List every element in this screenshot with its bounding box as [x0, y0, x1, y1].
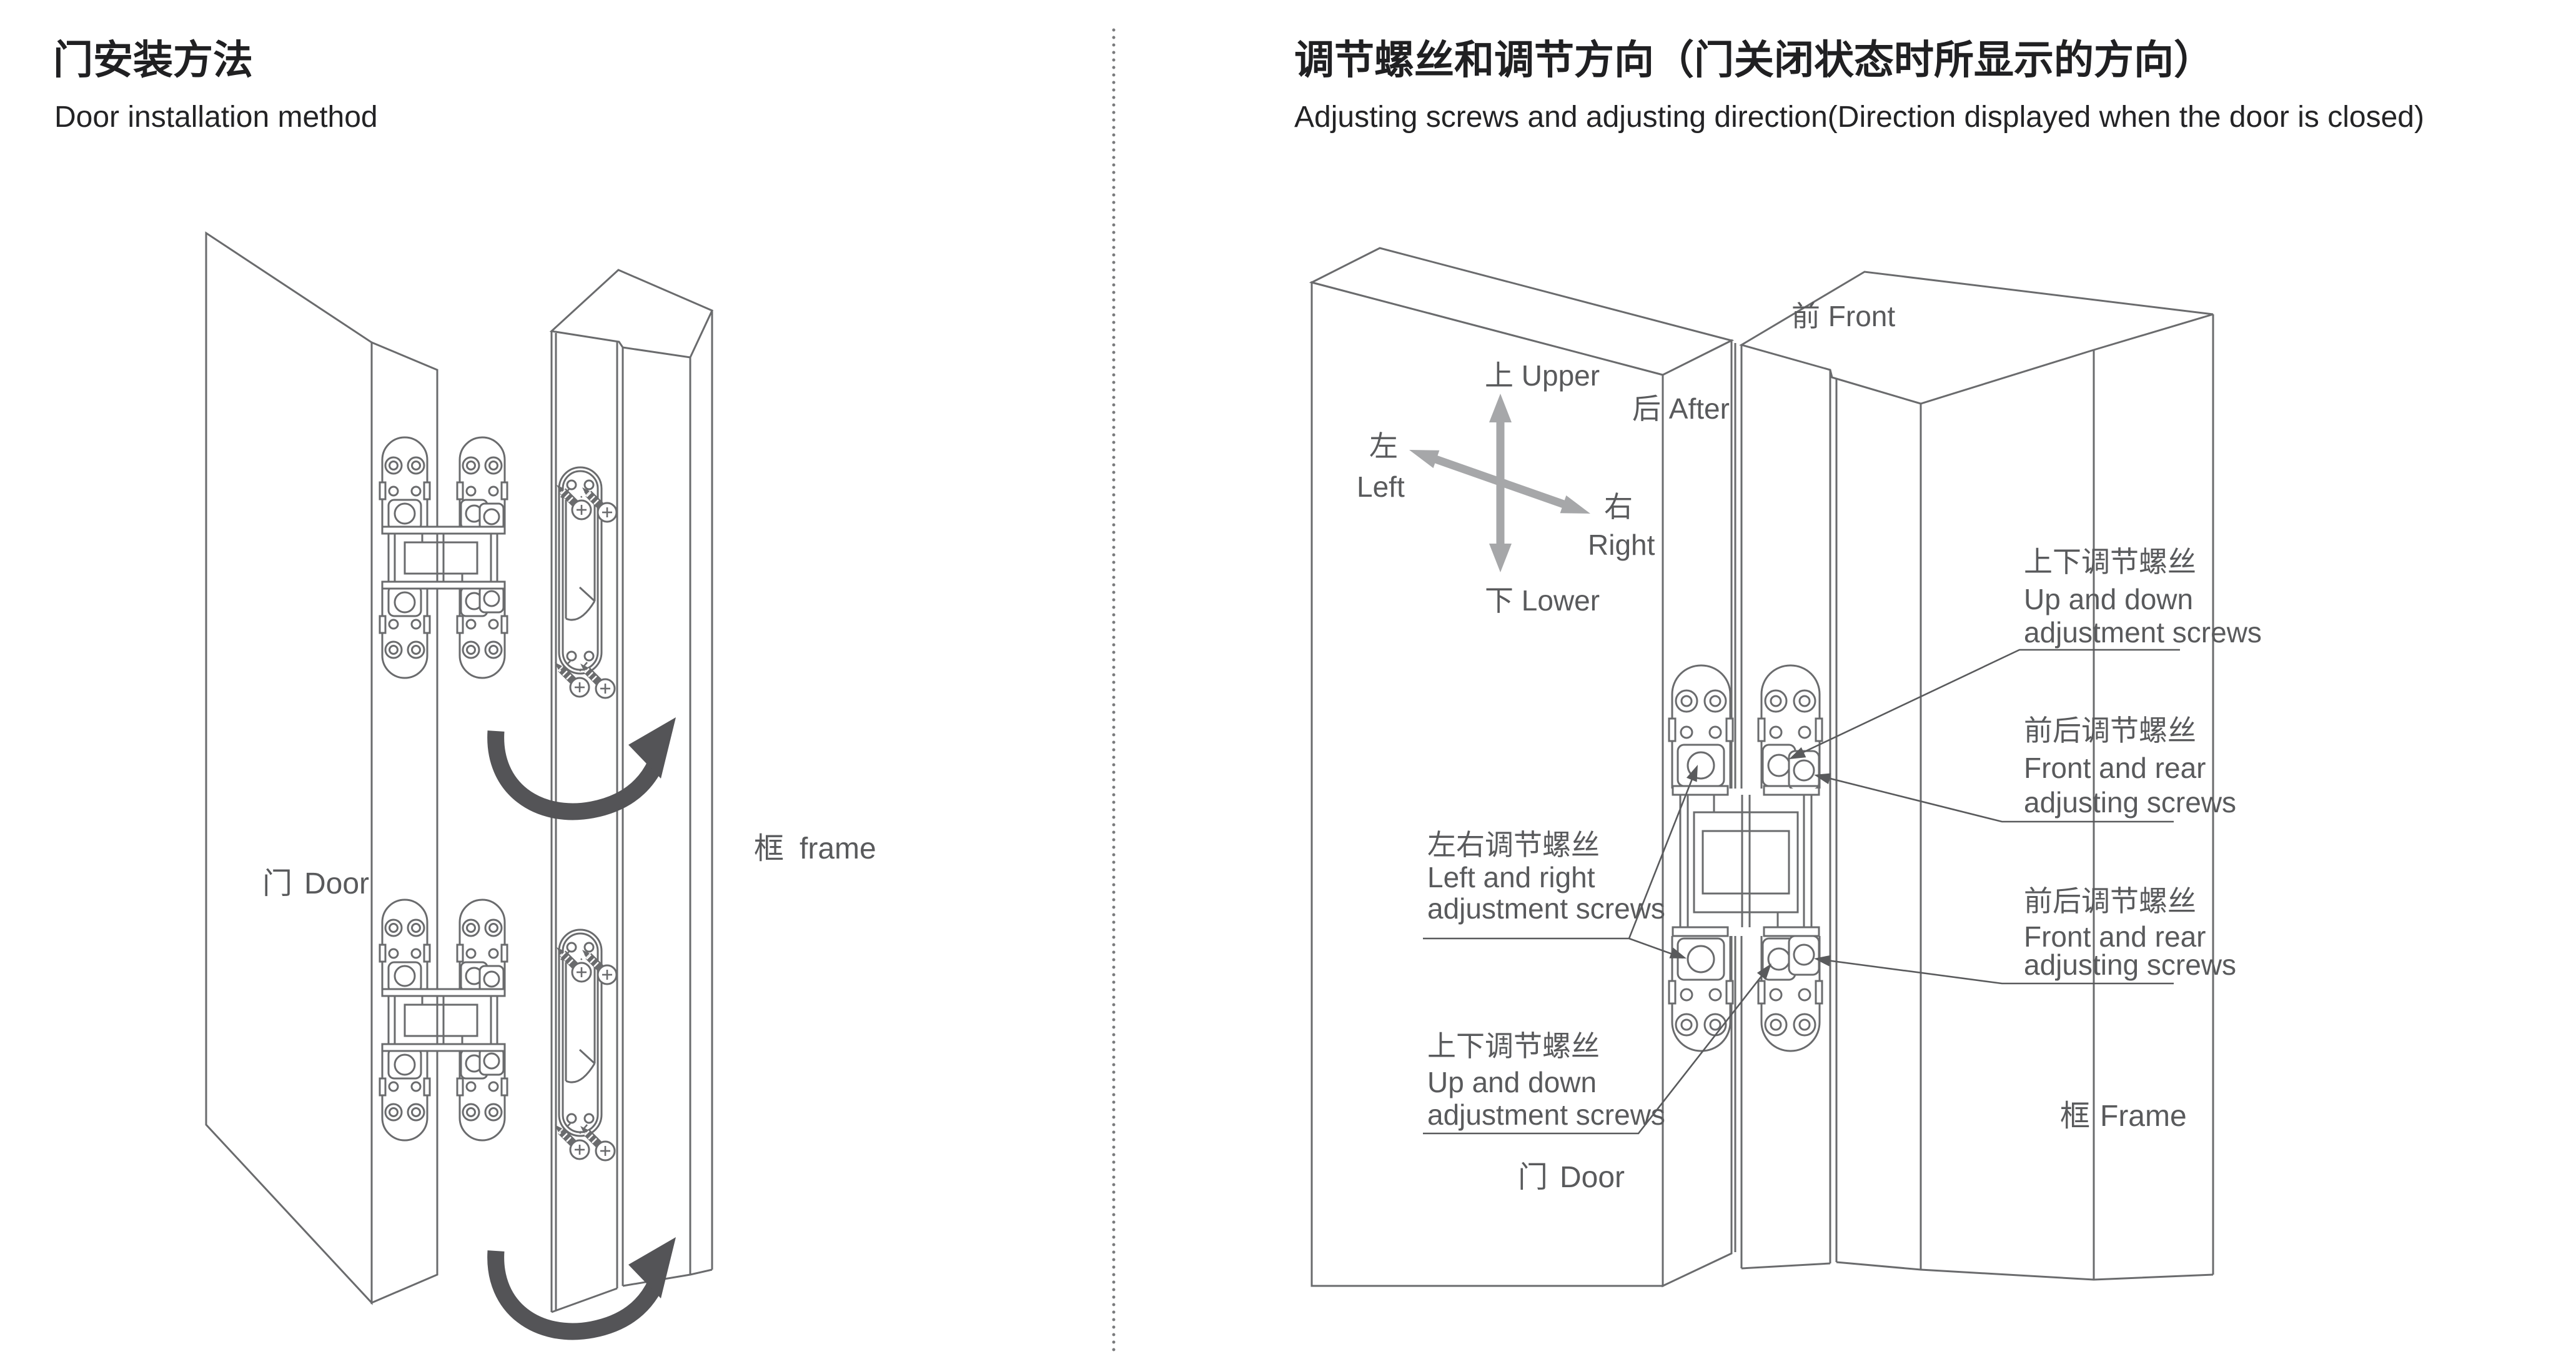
frame-panel: [1739, 271, 2214, 1281]
label-lr: 左右调节螺丝 Left and right adjustment screws: [1427, 829, 1665, 925]
label-ud-top-cjk: 上下调节螺丝: [2024, 545, 2196, 578]
hinge-assembly: [1668, 664, 1824, 1052]
left-door-label-en: Door: [304, 867, 369, 900]
door-swing-arrow-lower: [487, 1237, 676, 1340]
door-installation-diagram: 门 Door 框 frame: [205, 231, 876, 1340]
adjusting-screws-diagram: 上 Upper 下 Lower 左 Left 右 Right 前 Front 后…: [1309, 247, 2262, 1288]
label-fr-top-cjk: 前后调节螺丝: [2024, 714, 2196, 747]
screw-labels: 上下调节螺丝 Up and down adjustment screws 前后调…: [1427, 545, 2262, 1131]
direction-lower-label: 下 Lower: [1485, 584, 1600, 617]
leader-ud-bottom: [1423, 963, 1771, 1135]
label-ud-top: 上下调节螺丝 Up and down adjustment screws: [2024, 545, 2262, 649]
door-slab: [205, 231, 438, 1305]
label-fr-top-en2: adjusting screws: [2024, 786, 2236, 819]
leader-fr-bottom: [1814, 955, 2174, 985]
right-title-en: Adjusting screws and adjusting direction…: [1294, 101, 2424, 134]
label-lr-en2: adjustment screws: [1427, 892, 1665, 925]
direction-left-label-en: Left: [1357, 470, 1405, 503]
label-fr-top-en1: Front and rear: [2024, 752, 2206, 784]
frame-post: [549, 269, 714, 1313]
label-fr-bottom-cjk: 前后调节螺丝: [2024, 885, 2196, 917]
right-door-label-en: Door: [1560, 1161, 1625, 1194]
leader-ud-top: [1789, 649, 2180, 759]
label-lr-en1: Left and right: [1427, 861, 1595, 894]
direction-cross: 上 Upper 下 Lower 左 Left 右 Right 前 Front 后…: [1357, 300, 1895, 617]
left-title-cjk: 门安装方法: [53, 37, 253, 82]
right-door-label-cjk: 门: [1518, 1161, 1548, 1194]
frame-plate-upper: [555, 467, 617, 698]
left-frame-label-cjk: 框: [754, 832, 784, 865]
right-title-block: 调节螺丝和调节方向（门关闭状态时所显示的方向） Adjusting screws…: [1294, 37, 2424, 134]
label-lr-cjk: 左右调节螺丝: [1427, 829, 1600, 861]
right-frame-label-en: Frame: [2100, 1100, 2187, 1133]
label-fr-top: 前后调节螺丝 Front and rear adjusting screws: [2024, 714, 2236, 819]
right-title-cjk: 调节螺丝和调节方向（门关闭状态时所显示的方向）: [1294, 37, 2214, 82]
direction-front-label: 前 Front: [1791, 300, 1895, 332]
label-ud-bottom-en1: Up and down: [1427, 1066, 1597, 1098]
right-frame-label-cjk: 框: [2060, 1100, 2090, 1133]
direction-left-label-cjk: 左: [1369, 430, 1398, 462]
label-ud-top-en2: adjustment screws: [2024, 616, 2262, 649]
left-door-label-cjk: 门: [262, 867, 292, 900]
direction-right-label-cjk: 右: [1604, 490, 1633, 523]
label-fr-bottom: 前后调节螺丝 Front and rear adjusting screws: [2024, 885, 2236, 981]
hinge-upper: [379, 436, 508, 679]
direction-right-label-en: Right: [1588, 529, 1655, 561]
left-frame-label-en: frame: [800, 832, 876, 865]
leader-lr: [1423, 765, 1698, 959]
label-ud-top-en1: Up and down: [2024, 583, 2193, 615]
leader-fr-top: [1814, 773, 2174, 823]
door-swing-arrow-upper: [487, 717, 676, 820]
left-title-en: Door installation method: [54, 101, 378, 134]
direction-after-label: 后 After: [1632, 392, 1730, 425]
label-ud-bottom-en2: adjustment screws: [1427, 1098, 1665, 1131]
label-ud-bottom: 上下调节螺丝 Up and down adjustment screws: [1427, 1030, 1665, 1131]
label-ud-bottom-cjk: 上下调节螺丝: [1427, 1030, 1600, 1062]
label-fr-bottom-en1: Front and rear: [2024, 920, 2206, 953]
direction-upper-label: 上 Upper: [1485, 359, 1600, 392]
left-title-block: 门安装方法 Door installation method: [53, 37, 378, 134]
frame-plate-lower: [555, 930, 617, 1160]
leader-lines: [1423, 649, 2180, 1135]
hinge-lower: [379, 899, 508, 1142]
label-fr-bottom-en2: adjusting screws: [2024, 948, 2236, 981]
